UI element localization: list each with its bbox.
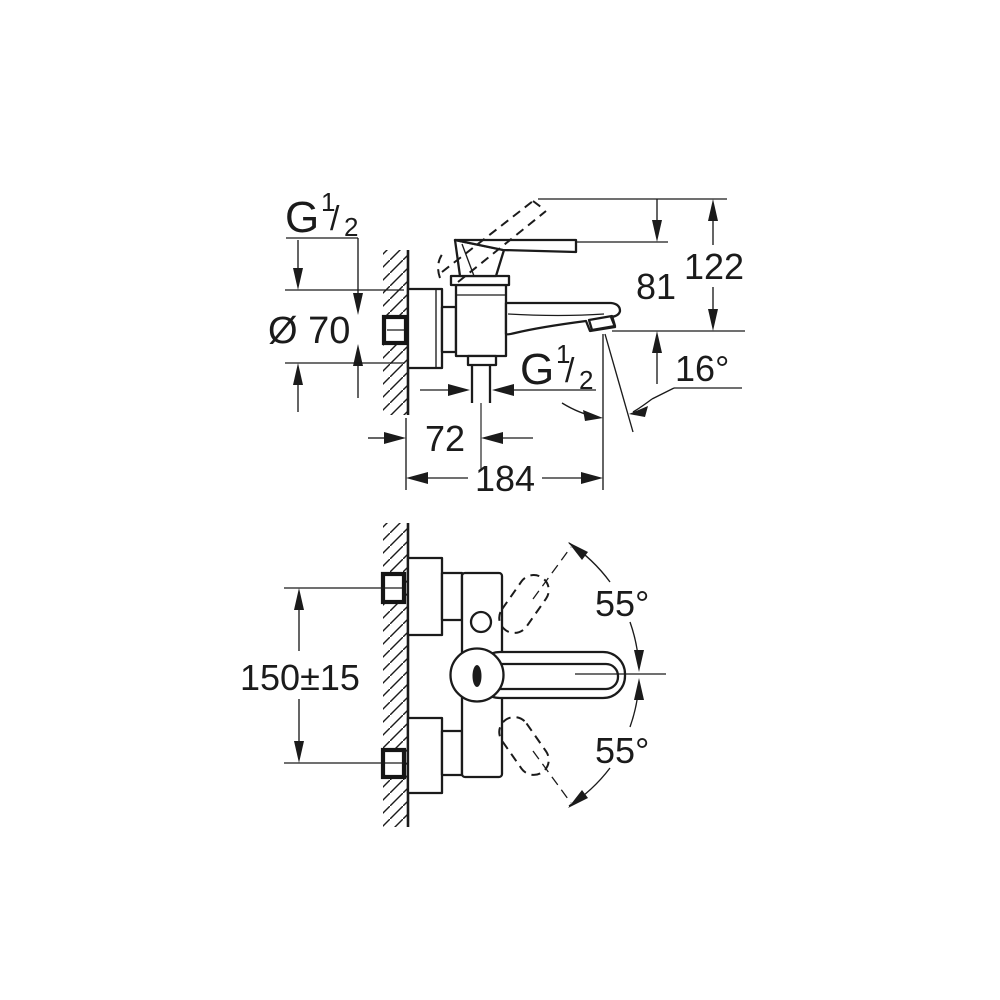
dimension-swing-up: 55° <box>568 542 649 672</box>
dim-inlet-thread-den: 2 <box>344 212 358 242</box>
diverter-button <box>469 610 493 634</box>
dim-overall-depth: 184 <box>475 458 535 499</box>
aerator <box>587 314 617 332</box>
escutcheon-top <box>406 556 444 637</box>
dimension-heights: 81 122 <box>538 198 745 384</box>
dim-outlet-thread-slash: / <box>565 352 575 390</box>
wall-hatch <box>383 523 408 827</box>
outlet-collar <box>466 354 498 367</box>
dimension-outlet-thread: G 1 / 2 <box>420 339 596 396</box>
dimension-depths: 72 184 <box>368 418 603 499</box>
union-neck-top <box>440 571 464 622</box>
dim-escutcheon-diameter: Ø 70 <box>268 310 350 352</box>
dimension-escutcheon-diameter: Ø 70 <box>268 240 404 412</box>
dim-spout-height: 81 <box>636 266 676 307</box>
dim-inlet-thread-g: G <box>285 193 319 242</box>
dim-swing-down: 55° <box>595 730 649 771</box>
dimension-stream-angle: 16° <box>561 333 742 490</box>
dim-stream-angle: 16° <box>675 348 729 389</box>
front-elevation-view: 150±15 55° 55° <box>240 523 666 827</box>
faucet-side-view <box>381 200 622 470</box>
dim-swing-up: 55° <box>595 583 649 624</box>
pivot-slot <box>472 665 482 687</box>
spout-contour-line <box>507 313 605 317</box>
dim-outlet-thread-den: 2 <box>579 365 593 395</box>
lever-up-dashed-outline <box>498 546 572 634</box>
body-neck <box>440 305 458 354</box>
dim-outlet-thread-g: G <box>520 345 554 394</box>
escutcheon-side <box>406 287 444 370</box>
lever-down-dashed-outline <box>498 716 572 804</box>
dimension-mounting-distance: 150±15 <box>240 587 404 764</box>
dimension-swing-down: 55° <box>568 678 649 808</box>
dim-mounting-distance: 150±15 <box>240 657 360 698</box>
dim-overall-height: 122 <box>684 246 744 287</box>
dim-inlet-thread-num: 1 <box>321 187 335 217</box>
dim-wall-to-outlet: 72 <box>425 418 465 459</box>
lever-raised-dashed-outline <box>437 200 547 283</box>
dim-inlet-thread-slash: / <box>330 200 340 238</box>
dim-outlet-thread-num: 1 <box>556 339 570 369</box>
escutcheon-bottom <box>406 716 444 795</box>
dimension-inlet-thread: G 1 / 2 <box>285 187 363 398</box>
lever-handle-side <box>453 238 578 254</box>
wall-section-front <box>383 523 410 827</box>
union-neck-bottom <box>440 729 464 777</box>
side-elevation-view: G 1 / 2 Ø 70 <box>268 187 745 499</box>
